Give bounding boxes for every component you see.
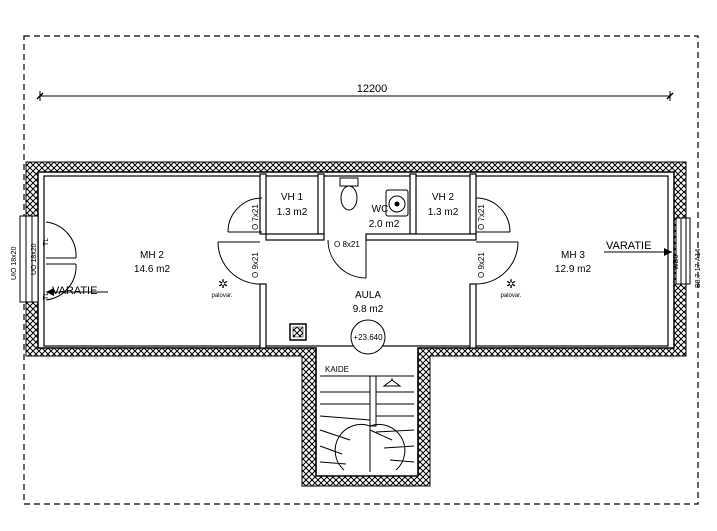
varatie-left-label: VARATIE <box>52 285 97 297</box>
exterior-wall <box>25 161 687 487</box>
door-aula-label: O 8x21 <box>334 240 360 249</box>
room-vh1-area: 1.3 m2 <box>277 207 308 218</box>
dimension-label: 12200 <box>357 83 388 95</box>
door-vh2-label: O 7x21 <box>477 204 486 230</box>
room-wc: WC 2.0 m2 <box>369 204 400 230</box>
door-mh2: O 9x21 <box>217 241 261 285</box>
room-vh1-name: VH 1 <box>281 192 304 203</box>
door-vh2: O 7x21 <box>475 197 511 233</box>
room-mh3-name: MH 3 <box>561 250 585 261</box>
svg-text:✲: ✲ <box>506 277 516 291</box>
room-vh2-name: VH 2 <box>432 192 455 203</box>
room-mh3: MH 3 12.9 m2 <box>555 250 592 275</box>
varatie-right-arrow: VARATIE <box>604 240 672 256</box>
room-aula-name: AULA <box>355 290 381 301</box>
fire-extinguisher-right-icon: ✲ palovar. <box>500 277 521 299</box>
window-right-inner-label: WD0 <box>673 254 680 270</box>
sink-icon <box>385 189 409 217</box>
door-mh3: O 9x21 <box>475 241 519 285</box>
room-mh2-area: 14.6 m2 <box>134 264 171 275</box>
varatie-right-label: VARATIE <box>606 240 651 252</box>
kaide-label: KAIDE <box>325 365 349 374</box>
elevation-label: +23.640 <box>353 333 383 342</box>
svg-text:✲: ✲ <box>218 277 228 291</box>
varatie-left-arrow: VARATIE <box>46 285 108 297</box>
palovar-left-label: palovar. <box>211 293 232 299</box>
elevation-marker: +23.640 <box>350 319 386 355</box>
room-vh2-area: 1.3 m2 <box>428 207 459 218</box>
storage-hatch-left: TL TL <box>43 221 77 301</box>
window-right: B8.7-17-A14 WD0 <box>673 217 702 288</box>
door-vh1-label: O 7x21 <box>251 204 260 230</box>
room-wc-area: 2.0 m2 <box>369 219 400 230</box>
door-mh2-label: O 9x21 <box>251 252 260 278</box>
door-aula: O 8x21 <box>327 239 367 279</box>
interior-walls <box>43 173 669 476</box>
room-aula: AULA 9.8 m2 <box>353 290 384 315</box>
window-left-inner-label: UO 18x20 <box>31 243 38 275</box>
tl-bottom-label: TL <box>43 292 50 300</box>
palovar-right-label: palovar. <box>500 293 521 299</box>
chimney-icon <box>289 323 307 341</box>
room-aula-area: 9.8 m2 <box>353 304 384 315</box>
staircase: KAIDE <box>319 365 415 472</box>
room-wc-name: WC <box>372 204 389 215</box>
fire-extinguisher-left-icon: ✲ palovar. <box>211 277 232 299</box>
door-mh3-label: O 9x21 <box>477 252 486 278</box>
room-mh2: MH 2 14.6 m2 <box>134 250 171 275</box>
door-vh1: O 7x21 <box>227 197 263 233</box>
room-vh2: VH 2 1.3 m2 <box>428 192 459 218</box>
tl-top-label: TL <box>43 238 50 246</box>
room-vh1: VH 1 1.3 m2 <box>277 192 308 218</box>
toilet-icon <box>339 177 359 211</box>
room-mh3-area: 12.9 m2 <box>555 264 592 275</box>
room-mh2-name: MH 2 <box>140 250 164 261</box>
window-left: UIO 18x20 UO 18x20 <box>11 215 39 303</box>
dimension-line: 12200 <box>36 83 674 101</box>
window-right-outer-label: B8.7-17-A14 <box>695 249 702 288</box>
window-left-outer-label: UIO 18x20 <box>11 246 18 280</box>
